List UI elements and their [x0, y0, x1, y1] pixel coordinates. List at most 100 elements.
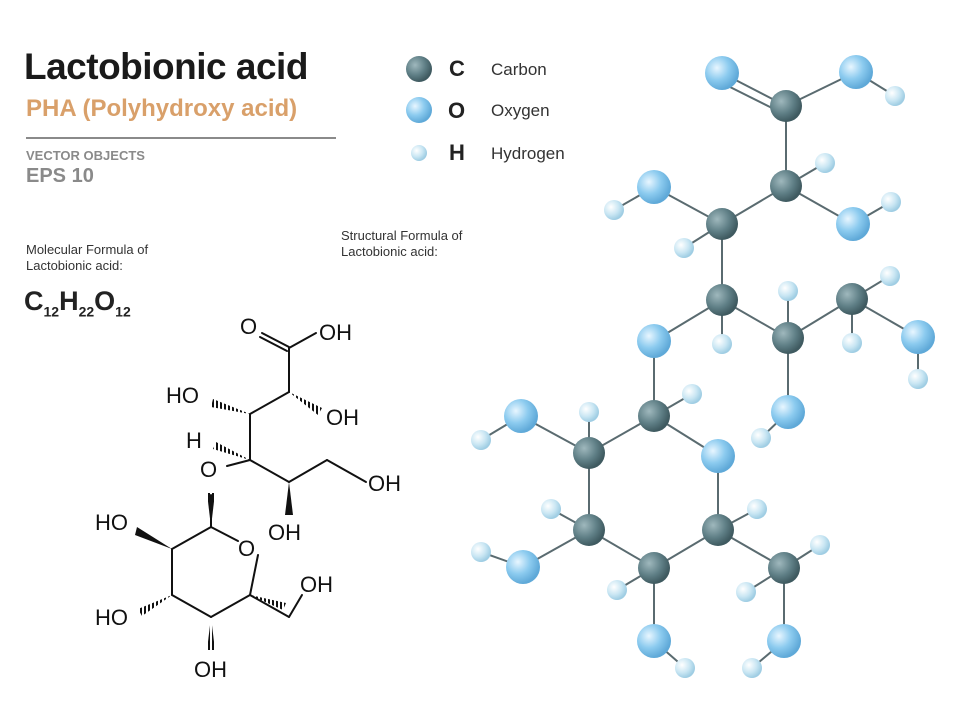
hydrogen-atom [842, 333, 862, 353]
hydrogen-atom [778, 281, 798, 301]
carbon-atom [638, 400, 670, 432]
label-o-carbonyl: O [240, 314, 258, 339]
hydrogen-atom [674, 238, 694, 258]
hydrogen-atom [742, 658, 762, 678]
molecular-formula-label-line2: Lactobionic acid: [26, 258, 123, 273]
carbon-legend-icon [406, 56, 432, 82]
formula-o-count: 12 [115, 303, 131, 320]
structural-formula-label-line2: Lactobionic acid: [341, 244, 438, 259]
hydrogen-atom [815, 153, 835, 173]
hash-bond-h [213, 442, 250, 460]
hash-bond-ring-c6 [250, 595, 286, 610]
label-oh-c6: OH [368, 471, 401, 496]
oxygen-atom [637, 324, 671, 358]
ring-bond-c2-c1 [171, 526, 212, 550]
legend-name-oxygen: Oxygen [491, 101, 550, 120]
structural-formula-label-line1: Structural Formula of [341, 228, 463, 243]
carbon-atom [836, 283, 868, 315]
ring-bond-o-c5 [249, 554, 259, 596]
bond-c4-c5 [249, 459, 290, 483]
oxygen-legend-icon [406, 97, 432, 123]
hydrogen-atom [881, 192, 901, 212]
formula-c: C [24, 286, 44, 316]
formula-h-count: 22 [78, 303, 95, 320]
bond-co-double-b [259, 336, 288, 352]
label-ho-c3: HO [166, 383, 199, 408]
label-h-c4: H [186, 428, 202, 453]
hash-bond-oh2 [289, 392, 322, 415]
hash-bond-olink [207, 493, 215, 527]
hydrogen-atom [880, 266, 900, 286]
bond-co-double-a [261, 332, 290, 348]
eps-label: EPS 10 [26, 165, 94, 187]
oxygen-atom [637, 624, 671, 658]
bond-c6-oh [326, 459, 367, 483]
hydrogen-atom [675, 658, 695, 678]
molecular-formula: C12H22O12 [24, 286, 131, 319]
oxygen-atom [836, 207, 870, 241]
hydrogen-atom [579, 402, 599, 422]
divider [26, 137, 336, 139]
page-title: Lactobionic acid [24, 46, 308, 87]
label-oh-ring-c6: OH [300, 572, 333, 597]
legend-symbol-oxygen: O [448, 98, 466, 123]
vector-objects-label: VECTOR OBJECTS [26, 148, 145, 163]
hash-bond-ho1 [211, 399, 250, 414]
bond-c5-c6 [288, 459, 328, 483]
legend-symbol-carbon: C [449, 56, 465, 81]
ring-bond-c5-c4 [210, 594, 251, 618]
bond-c6-oh-ring [288, 594, 303, 618]
carbon-atom [573, 514, 605, 546]
oxygen-atom [506, 550, 540, 584]
hydrogen-atom [604, 200, 624, 220]
oxygen-atom [701, 439, 735, 473]
wedge-bond-ho2 [135, 527, 172, 549]
label-oh-ring-c4: OH [194, 657, 227, 682]
oxygen-atom [839, 55, 873, 89]
hydrogen-atom [885, 86, 905, 106]
oxygen-atom [901, 320, 935, 354]
oxygen-atom [705, 56, 739, 90]
carbon-atom [638, 552, 670, 584]
label-oh-c2: OH [326, 405, 359, 430]
carbon-atom [770, 90, 802, 122]
bond-olink-c4 [226, 459, 251, 467]
formula-c-count: 12 [43, 303, 60, 320]
bond-c-oh1 [288, 332, 317, 349]
legend-name-hydrogen: Hydrogen [491, 144, 565, 163]
carbon-atom [768, 552, 800, 584]
bond-c5-c6-ring [249, 594, 290, 618]
formula-o: O [94, 286, 116, 316]
label-oh-c5: OH [268, 520, 301, 545]
molecular-formula-label: Molecular Formula of Lactobionic acid: [26, 242, 206, 274]
hydrogen-atom [607, 580, 627, 600]
legend-name-carbon: Carbon [491, 60, 547, 79]
label-ho-ring-c3: HO [95, 605, 128, 630]
hydrogen-atom [751, 428, 771, 448]
hydrogen-atom [810, 535, 830, 555]
hash-bond-oh6 [207, 617, 215, 650]
hydrogen-atom [736, 582, 756, 602]
ring-bond-c1-o [210, 526, 239, 542]
oxygen-atom [767, 624, 801, 658]
molecular-formula-label-line1: Molecular Formula of [26, 242, 149, 257]
wedge-bond-oh3 [285, 482, 293, 515]
oxygen-atom [504, 399, 538, 433]
carbon-atom [573, 437, 605, 469]
formula-h: H [59, 286, 79, 316]
hydrogen-atom [471, 430, 491, 450]
hydrogen-legend-icon [411, 145, 427, 161]
oxygen-atom [771, 395, 805, 429]
oxygen-atom [637, 170, 671, 204]
hydrogen-atom [541, 499, 561, 519]
hydrogen-atom [682, 384, 702, 404]
label-oh-acid: OH [319, 320, 352, 345]
hash-bond-ho3 [138, 595, 172, 616]
label-o-ring: O [238, 536, 256, 561]
page-subtitle: PHA (Polyhydroxy acid) [26, 95, 298, 122]
hydrogen-atom [471, 542, 491, 562]
label-ho-ring-c2: HO [95, 510, 128, 535]
